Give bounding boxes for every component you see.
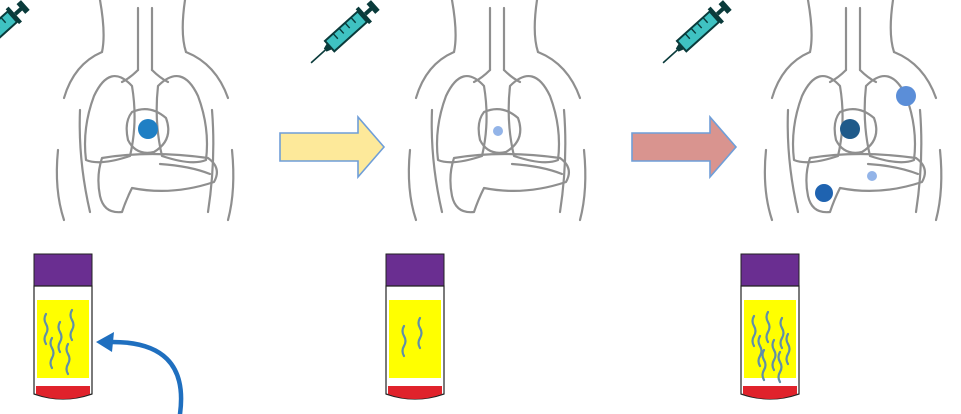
blood-tube-progression: [741, 254, 799, 399]
lesion-dot: [867, 171, 877, 181]
syringe-icon: [656, 0, 733, 70]
torso-outline-before: [57, 0, 233, 220]
pointer-arrow: [96, 332, 181, 414]
syringe-icon: [304, 0, 381, 70]
lesion-dot: [138, 119, 158, 139]
lesion-dot: [840, 119, 860, 139]
transition-arrow-yellow: [280, 117, 384, 177]
panel-after-treatment: [304, 0, 585, 220]
torso-outline-after: [409, 0, 585, 220]
lesion-dot: [493, 126, 503, 136]
blood-tube-after: [386, 254, 444, 399]
panel-before: [0, 0, 233, 220]
lesion-dot: [896, 86, 916, 106]
torso-outline-progression: [765, 0, 941, 220]
transition-arrow-red: [632, 117, 736, 177]
blood-tube-before: [34, 254, 92, 399]
syringe-icon: [0, 0, 32, 70]
lesion-dot: [815, 184, 833, 202]
panel-progression: [656, 0, 941, 220]
